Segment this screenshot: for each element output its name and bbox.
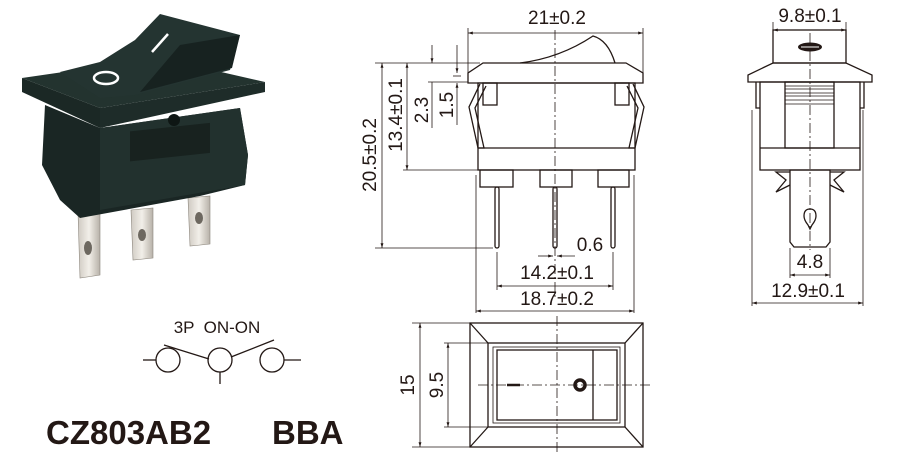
dim-pin-span: 14.2±0.1 — [520, 263, 594, 284]
product-photo — [22, 14, 265, 279]
on-symbol-icon — [151, 33, 169, 53]
off-symbol-icon — [92, 70, 120, 86]
dim-window-height: 9.5 — [427, 372, 448, 398]
dim-total-height: 20.5±0.2 — [360, 118, 381, 192]
face-view: 15 9.5 — [398, 316, 652, 454]
model-number: CZ803AB2 — [46, 414, 211, 451]
dim-rocker-width: 9.8±0.1 — [778, 6, 841, 27]
dim-terminal-width: 4.8 — [797, 252, 823, 273]
front-view: 21±0.2 20.5±0.2 13.4±0.1 2.3 1.5 0.6 14.… — [360, 8, 645, 313]
dim-body-depth: 12.9±0.1 — [771, 281, 845, 302]
dim-body-height: 13.4±0.1 — [386, 78, 407, 152]
dim-width: 21±0.2 — [528, 8, 586, 29]
dim-pin-thickness: 0.6 — [577, 235, 603, 256]
dim-flange-height: 2.3 — [412, 97, 433, 123]
dim-face-height: 15 — [398, 374, 419, 395]
off-mark-icon — [573, 378, 587, 392]
dim-flange-thickness: 1.5 — [437, 92, 458, 118]
dim-body-width: 18.7±0.2 — [520, 289, 594, 310]
circuit-schematic: 3P ON-ON — [143, 318, 301, 384]
side-view: 9.8±0.1 4.8 12.9±0.1 — [747, 6, 873, 306]
model-variant: BBA — [272, 414, 344, 451]
circuit-label: 3P ON-ON — [174, 318, 261, 337]
terminal-hole-icon — [803, 208, 817, 231]
